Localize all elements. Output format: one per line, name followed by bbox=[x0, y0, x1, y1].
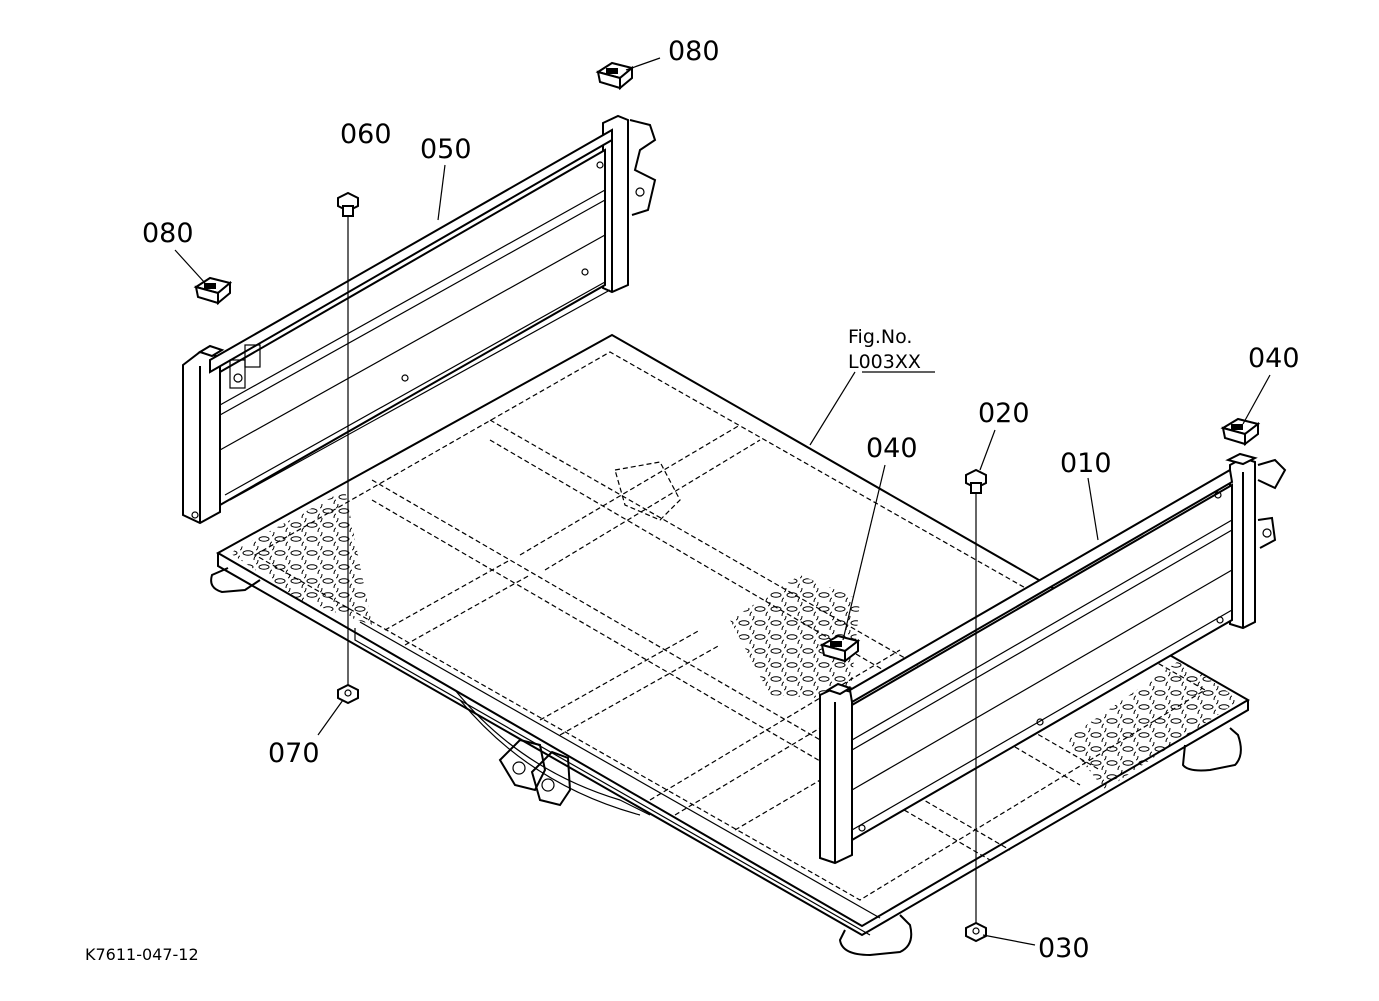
nut-070 bbox=[337, 683, 359, 705]
callout-030: 030 bbox=[1038, 933, 1090, 964]
callout-070: 070 bbox=[268, 738, 320, 769]
bolt-060 bbox=[337, 191, 359, 690]
cap-040-center bbox=[819, 634, 861, 664]
callout-040-center: 040 bbox=[866, 433, 918, 464]
cap-040-right bbox=[1220, 417, 1261, 447]
callout-020: 020 bbox=[978, 398, 1030, 429]
leader-lines bbox=[174, 57, 1271, 946]
callout-080-left: 080 bbox=[142, 218, 194, 249]
callout-040-right: 040 bbox=[1248, 343, 1300, 374]
callout-010: 010 bbox=[1060, 448, 1112, 479]
callout-050: 050 bbox=[420, 134, 472, 165]
nut-030 bbox=[965, 921, 987, 943]
side-gate-010 bbox=[819, 452, 1287, 865]
cap-080-left bbox=[193, 276, 233, 306]
fig-label: Fig.No. bbox=[848, 326, 912, 348]
cap-080-right bbox=[595, 61, 635, 91]
callout-060: 060 bbox=[340, 119, 392, 150]
callout-080-right: 080 bbox=[668, 36, 720, 67]
bolt-020 bbox=[965, 468, 987, 925]
side-gate-050 bbox=[182, 114, 657, 525]
fig-number: L003XX bbox=[848, 351, 921, 373]
drawing-code: K7611-047-12 bbox=[85, 945, 199, 964]
